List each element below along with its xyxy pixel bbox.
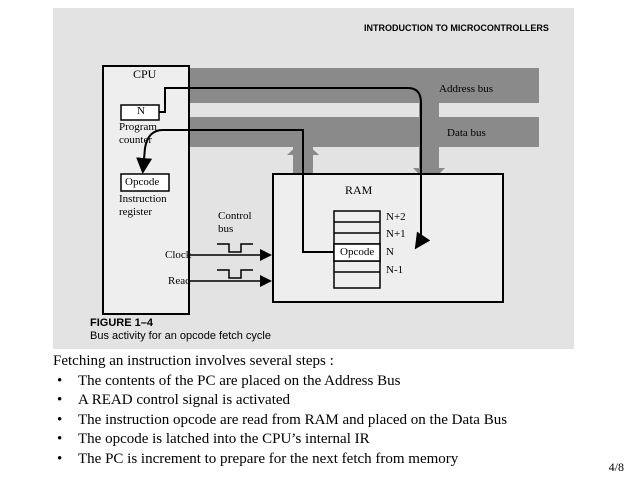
instruction-register-box [120, 173, 170, 192]
data-bus-band [141, 117, 539, 147]
bullet: • [57, 431, 63, 447]
mem-n-plus-1: N+1 [386, 228, 406, 240]
pc-label-2: counter [119, 134, 152, 146]
pc-label-1: Program [119, 121, 157, 133]
bullet: • [57, 372, 63, 389]
mem-n: N [386, 246, 394, 258]
page-header: INTRODUCTION TO MICROCONTROLLERS [364, 23, 549, 33]
ir-label-1: Instruction [119, 193, 167, 205]
mem-n-plus-2: N+2 [386, 211, 406, 223]
mem-n-minus-1: N-1 [386, 264, 404, 276]
data-bus-label: Data bus [447, 127, 486, 139]
ram-label: RAM [345, 183, 373, 197]
step-item: • A READ control signal is activated [53, 391, 613, 411]
bullet: • [57, 450, 63, 467]
step-item: • The instruction opcode are read from RA… [53, 411, 613, 431]
ir-label-2: register [119, 206, 152, 218]
fetch-steps-text: Fetching an instruction involves several… [53, 352, 613, 469]
step-text: The PC is increment to prepare for the n… [78, 450, 459, 467]
pc-value: N [137, 105, 145, 117]
step-text: The opcode is latched into the CPU’s int… [78, 431, 370, 447]
control-bus-label-1: Control [218, 210, 252, 222]
read-waveform [217, 269, 253, 279]
step-item: • The opcode is latched into the CPU’s in… [53, 430, 613, 450]
step-text: The contents of the PC are placed on the… [78, 372, 401, 389]
data-flow-arrow [136, 129, 334, 253]
scanned-figure: INTRODUCTION TO MICROCONTROLLERS CPU N P… [53, 8, 574, 349]
address-flow-arrow [159, 87, 431, 250]
cpu-label: CPU [133, 67, 157, 81]
step-item: • The contents of the PC are placed on th… [53, 372, 613, 392]
bullet: • [57, 411, 63, 428]
address-bus-label: Address bus [439, 83, 494, 95]
address-bus-band [141, 68, 539, 103]
clock-waveform [217, 243, 253, 253]
address-bus-connector [419, 103, 439, 177]
steps-list: • The contents of the PC are placed on th… [53, 372, 613, 470]
control-bus-label-2: bus [218, 223, 234, 235]
page-number: 4/8 [608, 460, 624, 474]
ram-box [272, 173, 504, 303]
clock-label: Clock [165, 249, 192, 261]
read-label: Read [168, 275, 191, 287]
step-text: A READ control signal is activated [78, 392, 291, 408]
ram-opcode-label: Opcode [340, 246, 375, 258]
intro-text: Fetching an instruction involves several… [53, 353, 334, 369]
step-item: • The PC is increment to prepare for the … [53, 450, 613, 470]
bus-diagram [102, 65, 539, 315]
figure-caption: Bus activity for an opcode fetch cycle [90, 330, 271, 342]
ir-opcode: Opcode [125, 176, 160, 188]
bullet: • [57, 392, 63, 408]
figure-number: FIGURE 1–4 [90, 317, 153, 329]
step-text: The instruction opcode are read from RAM… [78, 411, 508, 428]
